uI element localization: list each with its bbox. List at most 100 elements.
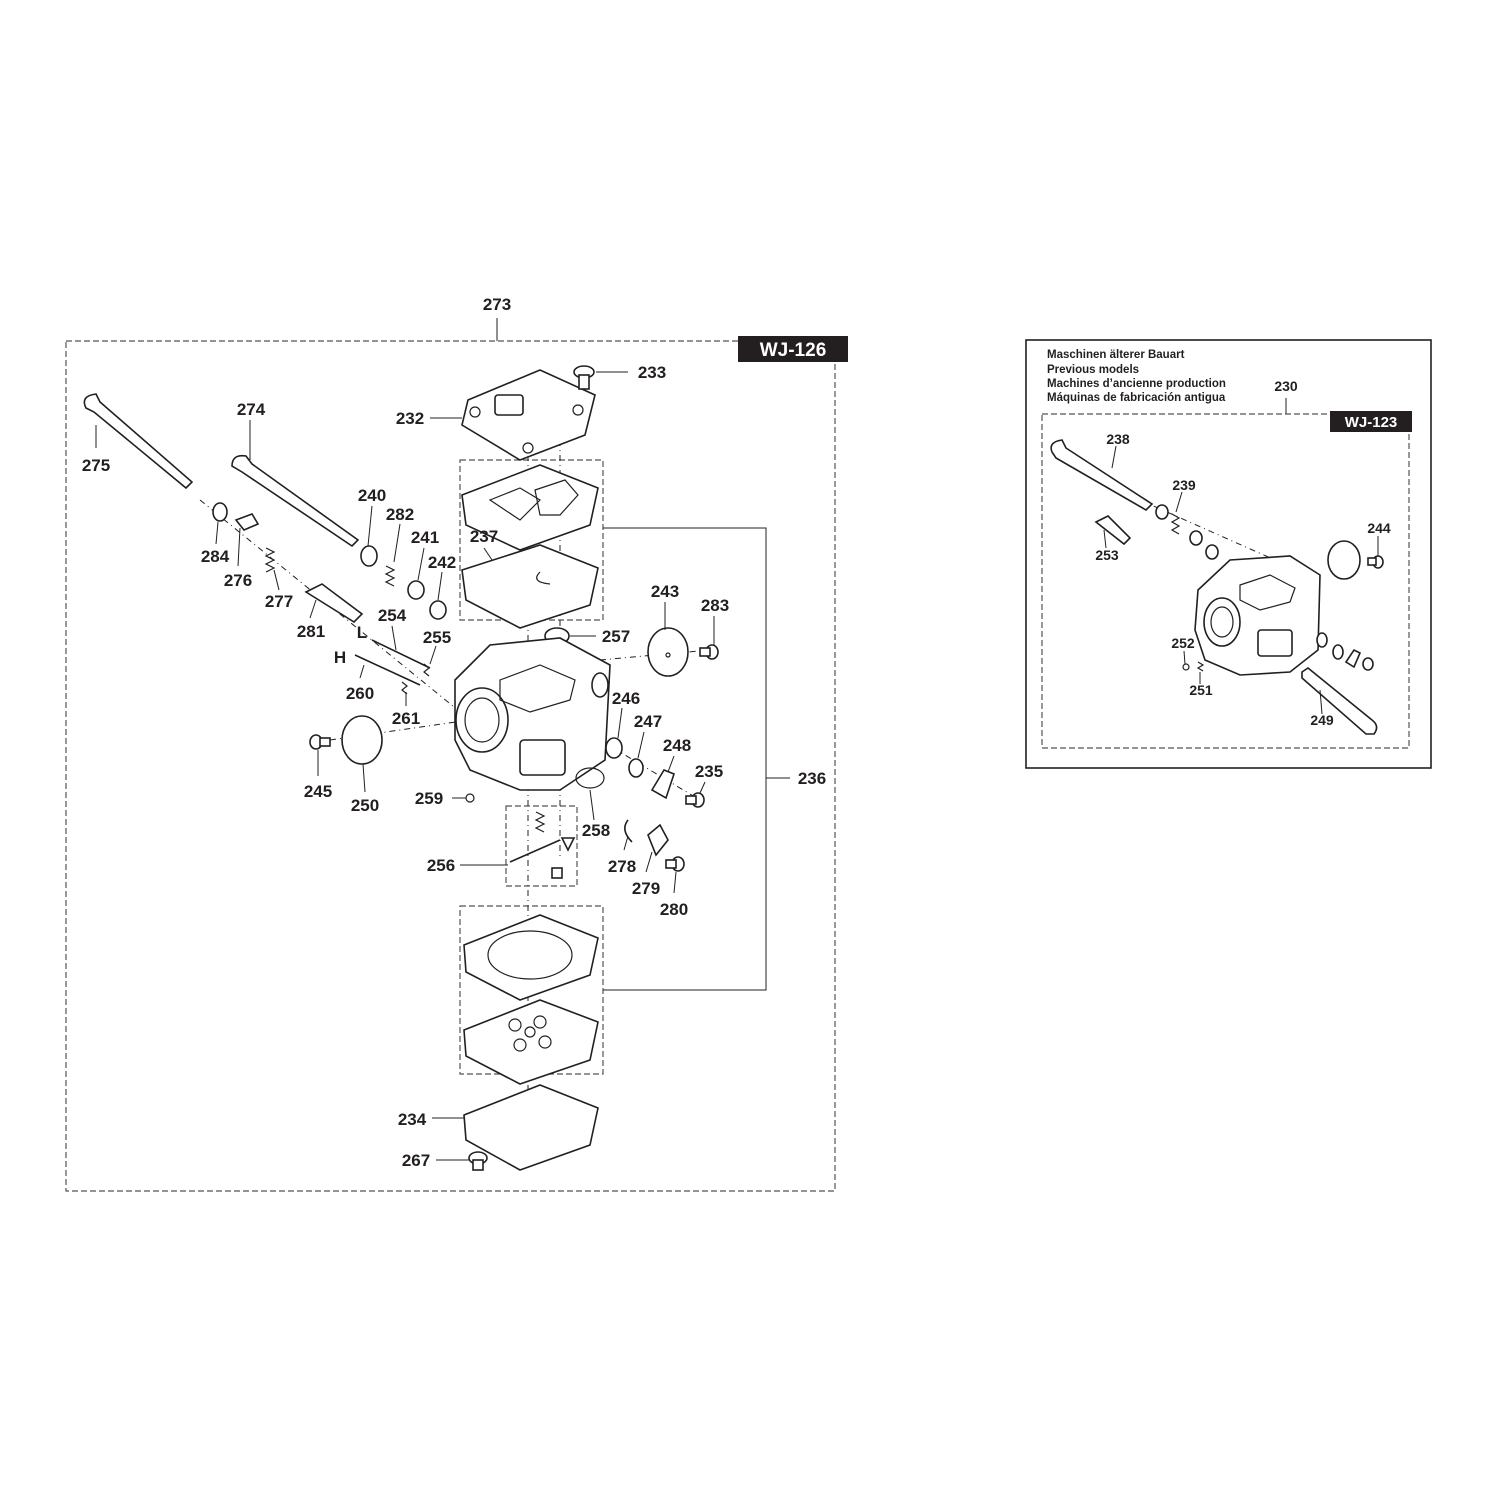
callout-244: 244: [1367, 520, 1391, 536]
callout-274: 274: [237, 400, 266, 419]
choke-shaft-274: [231, 454, 360, 548]
main-tag-text: WJ-126: [760, 340, 827, 361]
note-line-fr: Machines d’ancienne production: [1047, 378, 1226, 390]
spring-icon: [534, 811, 546, 833]
gasket-237: [461, 464, 599, 629]
screw-235: [685, 792, 705, 808]
throttle-disc-icon: [647, 627, 689, 677]
throttle-shaft-275: [83, 393, 194, 490]
choke-disc-250: [341, 715, 383, 765]
callout-280: 280: [660, 900, 688, 919]
callout-243: 243: [651, 582, 679, 601]
inset-carburetor-body: [1194, 555, 1321, 676]
screw-233: [573, 365, 595, 390]
o-ring-258: [575, 767, 605, 789]
main-leader-lines: [95, 371, 715, 1161]
callout-282: 282: [386, 505, 414, 524]
pump-cover-icon: [461, 369, 596, 461]
callout-256: 256: [427, 856, 455, 875]
washer-247: [628, 758, 644, 778]
callout-279: 279: [632, 879, 660, 898]
shaft-249: [1301, 667, 1378, 735]
note-line-de: Maschinen älterer Bauart: [1047, 349, 1185, 361]
washer-284: [212, 502, 228, 522]
metering-gasket: [463, 914, 599, 1085]
clip-278: [624, 819, 633, 843]
shaft-238: [1050, 439, 1154, 511]
callout-276: 276: [224, 571, 252, 590]
main-panel-border: [65, 340, 836, 1192]
inset-tag: WJ-123: [1330, 411, 1412, 432]
idle-screw-281: [304, 583, 364, 624]
callout-232: 232: [396, 409, 424, 428]
throttle-disc-243: [647, 627, 689, 677]
callout-260: 260: [346, 684, 374, 703]
ball-252: [1182, 663, 1190, 671]
spring-251: [1196, 661, 1205, 672]
callout-277: 277: [265, 592, 293, 611]
screw-283: [699, 644, 719, 660]
washer-241: [407, 580, 425, 600]
lever-248: [650, 769, 675, 800]
screw-244: [1367, 555, 1384, 569]
callout-254: 254: [378, 606, 407, 625]
needle-valve-256: [509, 811, 576, 879]
callout-251: 251: [1189, 682, 1213, 698]
letter-L: L: [357, 623, 367, 642]
callout-237: 237: [470, 527, 498, 546]
callout-284: 284: [201, 547, 230, 566]
metering-cover-234: [463, 1084, 599, 1171]
spring-282: [384, 565, 396, 587]
callout-267: 267: [402, 1151, 430, 1170]
callout-245: 245: [304, 782, 332, 801]
spring-261: [401, 681, 408, 695]
callout-247: 247: [634, 712, 662, 731]
carburetor-body-icon: [454, 637, 611, 791]
callout-278: 278: [608, 857, 636, 876]
washer-240: [360, 545, 378, 567]
callout-235: 235: [695, 762, 723, 781]
callout-252: 252: [1171, 635, 1195, 651]
main-panel-tag: WJ-126: [738, 336, 848, 362]
bracket-279: [647, 823, 669, 857]
callout-246: 246: [612, 689, 640, 708]
gasket-icon: [461, 464, 599, 551]
needle-valve-group-box: [505, 805, 578, 887]
screw-253: [1094, 515, 1132, 546]
spring-255: [423, 663, 430, 677]
lever-276: [234, 513, 260, 531]
callout-281: 281: [297, 622, 325, 641]
letter-H: H: [334, 648, 346, 667]
callout-255: 255: [423, 628, 451, 647]
assembly-number-273: 273: [483, 295, 511, 314]
inset-dashed-border: [1041, 413, 1410, 749]
callout-241: 241: [411, 528, 439, 547]
callout-253: 253: [1095, 547, 1119, 563]
main-panel: WJ-126 273 236: [65, 295, 848, 1192]
spring-277: [264, 547, 276, 573]
carburetor-body: [454, 637, 611, 791]
throttle-disc-inset: [1327, 540, 1361, 580]
main-callouts: 232 233 237 257 243 283 246 247 248 235 …: [82, 363, 729, 1170]
washer-242: [429, 600, 447, 620]
callout-234: 234: [398, 1110, 427, 1129]
callout-248: 248: [663, 736, 691, 755]
needle-H-260: [354, 654, 421, 686]
inset-tag-text: WJ-123: [1345, 414, 1398, 431]
callout-258: 258: [582, 821, 610, 840]
callout-275: 275: [82, 456, 110, 475]
shaft-icon: [83, 393, 194, 490]
washer-246: [605, 737, 623, 759]
note-line-en: Previous models: [1047, 364, 1139, 376]
assembly-number-230: 230: [1274, 378, 1298, 394]
diaphragm-icon: [463, 999, 599, 1085]
callout-261: 261: [392, 709, 420, 728]
screw-280: [665, 856, 685, 872]
callout-283: 283: [701, 596, 729, 615]
inset-panel: Maschinen älterer Bauart Previous models…: [1025, 339, 1432, 769]
spring-239: [1170, 513, 1181, 535]
screw-245: [309, 734, 331, 750]
kit-number-236: 236: [798, 769, 826, 788]
callout-239: 239: [1172, 477, 1196, 493]
